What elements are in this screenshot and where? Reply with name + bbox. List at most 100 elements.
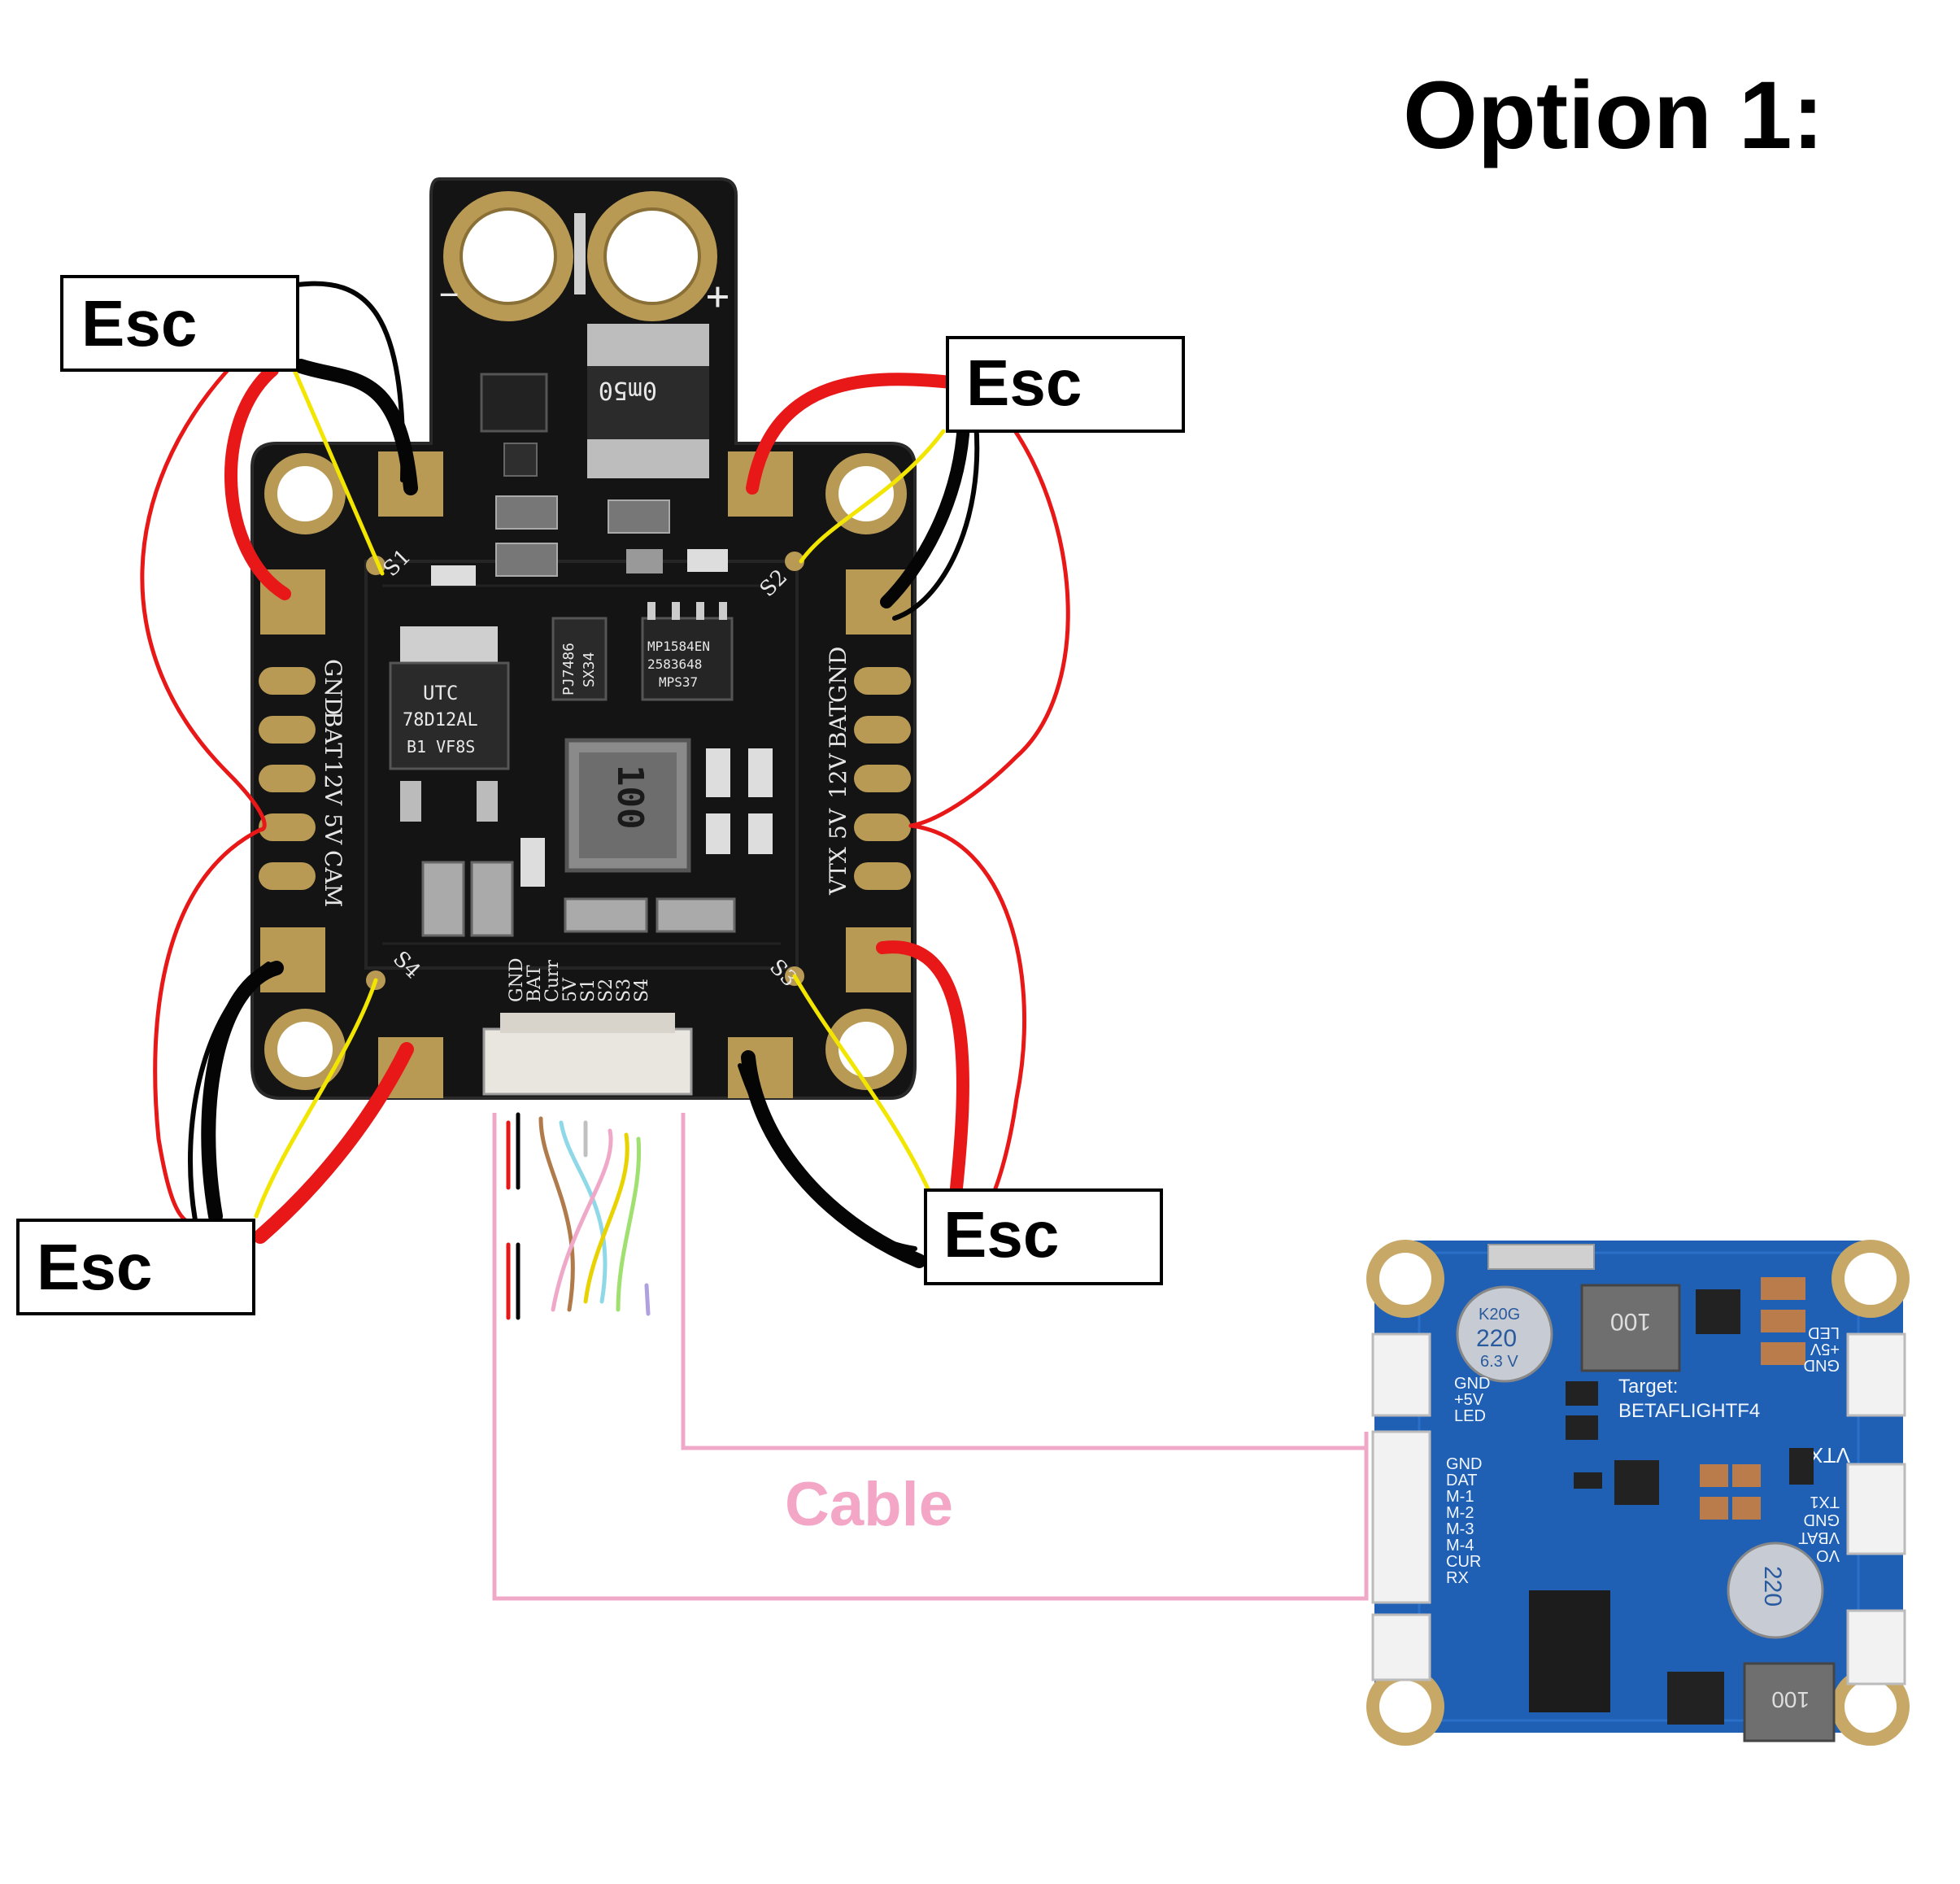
connector-pin-curr: Curr (542, 959, 563, 1002)
svg-text:MP1584EN: MP1584EN (647, 639, 710, 654)
wires-esc-top-left (140, 281, 418, 832)
wires-esc-bottom-right (738, 823, 1026, 1268)
svg-text:SX34: SX34 (581, 652, 598, 687)
svg-text:100: 100 (609, 765, 651, 829)
fc-right-bottom-connector (1846, 1609, 1906, 1686)
svg-text:6.3 V: 6.3 V (1480, 1353, 1518, 1371)
fc-pin-m3: M-3 (1446, 1520, 1474, 1538)
esc-box-bottom-right: Esc (924, 1188, 1163, 1285)
svg-text:78D12AL: 78D12AL (403, 710, 478, 730)
svg-text:PJ7486: PJ7486 (560, 643, 577, 696)
fc-pin-m2: M-2 (1446, 1504, 1474, 1522)
fc-right-mid-pin-gnd: GND (1804, 1511, 1840, 1529)
connector-pin-s1: S1 (578, 979, 599, 1002)
esc-label-top-right: Esc (966, 347, 1082, 419)
svg-text:B1 VF8S: B1 VF8S (407, 737, 475, 757)
right-output-pads (854, 667, 911, 890)
fc-capacitor-bottom: 220 (1727, 1542, 1824, 1639)
fc-right-top-pin-led: LED (1808, 1324, 1840, 1341)
pdb-left-label-bat: BAT (320, 711, 346, 758)
power-inductor: 100 (564, 738, 691, 873)
pdb-right-label-bat: BAT (825, 701, 852, 748)
fc-left-top-pin-gnd: GND (1454, 1375, 1490, 1393)
positive-sign: + (706, 273, 730, 319)
pdb-mount-hole-tr (825, 453, 907, 534)
pdb-right-label-5v: 5V (825, 808, 852, 840)
battery-positive-pad (587, 191, 717, 321)
fc-mount-hole-tl (1366, 1240, 1444, 1318)
connector-pin-gnd: GND (507, 958, 527, 1002)
fc-inductor-top: 100 (1580, 1284, 1681, 1372)
fc-right-mid-pin-tx1: TX1 (1810, 1493, 1840, 1511)
current-shunt: 0m50 (587, 324, 709, 478)
connector-pin-5v: 5V (560, 977, 581, 1002)
esc-pad-bl-negative (260, 927, 325, 992)
fc-pin-m1: M-1 (1446, 1488, 1474, 1506)
pj-chip: PJ7486 SX34 (551, 617, 608, 701)
pdb-right-label-12v: 12V (825, 752, 852, 799)
mosfet-chip (480, 373, 548, 433)
esc-label-bottom-right: Esc (943, 1198, 1059, 1271)
svg-text:MPS37: MPS37 (659, 674, 698, 690)
fc-pin-cur: CUR (1446, 1553, 1481, 1571)
fc-right-mid-pin-vbat: VBAT (1798, 1529, 1840, 1546)
fc-right-top-pin-gnd: GND (1804, 1356, 1840, 1374)
left-output-pads (259, 667, 316, 890)
fc-vtx-label: VTX (1809, 1443, 1850, 1468)
battery-negative-pad (443, 191, 573, 321)
voltage-regulator: UTC 78D12AL B1 VF8S (389, 626, 510, 822)
fc-target-name: BETAFLIGHTF4 (1618, 1400, 1760, 1422)
fc-left-top-pin-led: LED (1454, 1407, 1486, 1425)
esc-box-bottom-left: Esc (16, 1219, 255, 1315)
svg-text:100: 100 (1610, 1308, 1651, 1335)
signal-pad-s2 (785, 552, 804, 571)
fc-usb-port (1487, 1244, 1595, 1270)
fc-left-bottom-connector (1371, 1613, 1431, 1681)
connector-wire-stubs (506, 1112, 651, 1320)
esc-label-bottom-left: Esc (37, 1231, 152, 1303)
pdb-right-label-gnd: GND (825, 647, 852, 703)
pdb-left-label-5v: 5V (320, 813, 346, 845)
wires-esc-bottom-left (153, 827, 414, 1244)
fc-right-mid-pin-vo: VO (1816, 1546, 1840, 1564)
svg-text:100: 100 (1771, 1687, 1810, 1712)
fc-pin-rx: RX (1446, 1569, 1469, 1587)
power-distribution-board: − + S1 S2 S3 S4 (250, 177, 917, 1100)
fc-inductor-bottom: 100 (1743, 1662, 1836, 1742)
connector-pin-s4: S4 (632, 979, 652, 1002)
esc-pad-br-positive (846, 927, 911, 992)
svg-text:K20G: K20G (1479, 1306, 1520, 1324)
cable-label: Cable (785, 1470, 953, 1539)
esc-label-top-left: Esc (81, 287, 197, 360)
svg-text:220: 220 (1759, 1566, 1786, 1607)
fc-mount-hole-tr (1832, 1240, 1910, 1318)
fc-mount-hole-bl (1366, 1668, 1444, 1746)
pdb-mount-hole-br (825, 1009, 907, 1090)
pdb-right-label-vtx: VTX (825, 847, 852, 896)
wires-esc-top-right (746, 373, 1070, 828)
fc-pin-dat: DAT (1446, 1472, 1478, 1489)
fc-capacitor-top: K20G 220 6.3 V (1456, 1285, 1553, 1383)
pdb-mount-hole-tl (264, 453, 346, 534)
negative-sign: − (439, 276, 459, 313)
diagram-title: Option 1: (1403, 62, 1824, 169)
svg-text:2583648: 2583648 (647, 656, 702, 672)
connector-pin-s3: S3 (614, 979, 634, 1002)
fc-left-top-connector (1371, 1332, 1431, 1417)
svg-text:UTC: UTC (423, 682, 458, 704)
fc-left-top-pin-5v: +5V (1454, 1391, 1484, 1409)
fc-right-top-connector (1846, 1332, 1906, 1417)
esc-box-top-right: Esc (946, 336, 1185, 433)
fc-mcu (1529, 1590, 1610, 1712)
connector-pin-bat: BAT (525, 965, 545, 1002)
connector-pin-s2: S2 (596, 979, 616, 1002)
esc-box-top-left: Esc (60, 275, 299, 372)
fc-mount-hole-br (1832, 1668, 1910, 1746)
pdb-left-label-gnd: GND (320, 659, 346, 715)
fc-pin-m4: M-4 (1446, 1537, 1474, 1555)
fc-left-main-connector (1371, 1430, 1431, 1604)
fc-target-label: Target: (1618, 1376, 1678, 1398)
svg-text:220: 220 (1476, 1325, 1517, 1352)
svg-text:0m50: 0m50 (599, 376, 657, 404)
